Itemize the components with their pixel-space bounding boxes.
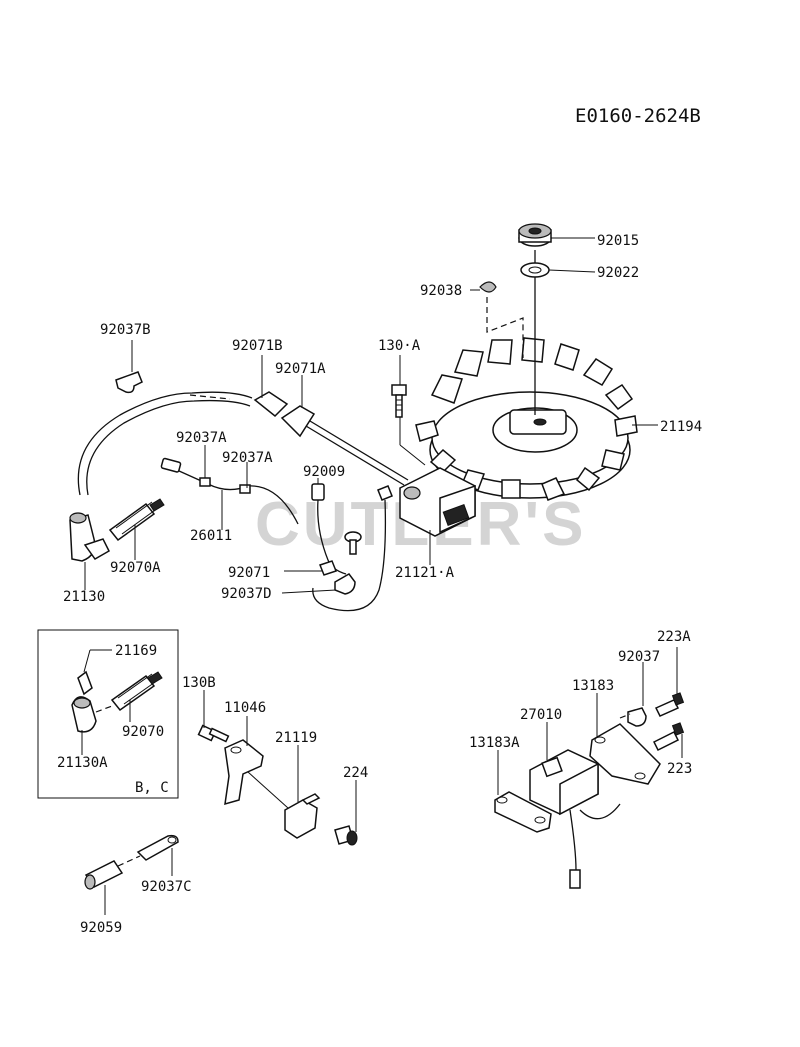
bolt-locator-2 (399, 444, 426, 466)
label-92037: 92037 (618, 649, 660, 665)
cap-92071B (253, 391, 289, 418)
label-92070A: 92070A (110, 560, 161, 576)
label-92059: 92059 (80, 920, 122, 936)
plate-13183A (494, 791, 552, 833)
lead-rod-2 (295, 419, 405, 486)
screw-92009 (344, 531, 362, 555)
label-92071B: 92071B (232, 338, 283, 354)
label-92070: 92070 (122, 724, 164, 740)
label-21194: 21194 (660, 419, 702, 435)
label-92037A-1: 92037A (176, 430, 227, 446)
label-224: 224 (343, 765, 368, 781)
switch-dash (619, 713, 631, 719)
label-130A: 130·A (378, 338, 421, 354)
plug-cap-21130 (69, 512, 110, 562)
plug-lead-cable-2 (86, 399, 251, 496)
label-13183: 13183 (572, 678, 614, 694)
label-21169: 21169 (115, 643, 157, 659)
leader-92037D (281, 589, 337, 594)
inset-label: B, C (135, 780, 169, 796)
lead-rod (299, 414, 409, 481)
label-130B: 130B (182, 675, 216, 691)
clamp-92037C (136, 834, 179, 861)
label-92022: 92022 (597, 265, 639, 281)
nut-92015 (518, 223, 552, 247)
ignition-coil-21121A (399, 467, 476, 537)
dash-21119 (247, 771, 289, 809)
screw-223 (652, 722, 685, 752)
leader-21169-b (83, 649, 91, 673)
cable-dash (189, 394, 231, 400)
flywheel-21194 (415, 337, 638, 501)
screw-224 (334, 825, 358, 846)
label-92038: 92038 (420, 283, 462, 299)
ground-lead (311, 483, 393, 612)
plug-cap-21130A (71, 696, 97, 733)
screw-223A (654, 692, 685, 717)
bracket-13183 (589, 723, 661, 785)
label-11046: 11046 (224, 700, 266, 716)
label-92015: 92015 (597, 233, 639, 249)
label-21130: 21130 (63, 589, 105, 605)
washer-92022 (520, 262, 550, 278)
key-92038 (479, 281, 497, 293)
label-92037D: 92037D (221, 586, 272, 602)
label-223: 223 (667, 761, 692, 777)
clamp-92037D (319, 560, 356, 595)
label-21121A: 21121·A (395, 565, 455, 581)
label-26011: 26011 (190, 528, 232, 544)
label-21119: 21119 (275, 730, 317, 746)
spark-plug-92070 (110, 671, 163, 712)
grommet-92071A (280, 405, 316, 438)
pin-92059 (84, 860, 124, 890)
bracket-11046 (224, 739, 264, 806)
label-92037A-2: 92037A (222, 450, 273, 466)
plug-lead-cable (77, 391, 253, 496)
key-locator-line (486, 297, 524, 358)
inset-box (37, 629, 179, 799)
part-21119 (284, 793, 321, 839)
bolt-130A (391, 384, 407, 418)
stop-wire-26011 (160, 457, 299, 525)
clamp-92037B (115, 371, 143, 394)
drawing-code: E0160-2624B (575, 105, 701, 127)
pin-dash (117, 855, 141, 867)
label-92009: 92009 (303, 464, 345, 480)
label-21130A: 21130A (57, 755, 108, 771)
label-223A: 223A (657, 629, 691, 645)
label-92037C: 92037C (141, 879, 192, 895)
label-27010: 27010 (520, 707, 562, 723)
label-92071: 92071 (228, 565, 270, 581)
label-92037B: 92037B (100, 322, 151, 338)
clamp-92037 (627, 707, 647, 727)
switch-27010 (529, 749, 621, 889)
label-13183A: 13183A (469, 735, 520, 751)
label-92071A: 92071A (275, 361, 326, 377)
leader-92022 (548, 269, 596, 273)
inset-dash (95, 705, 113, 713)
spark-plug-92070A (108, 498, 165, 542)
terminal-21169 (77, 670, 93, 696)
bolt-130B (197, 724, 230, 743)
